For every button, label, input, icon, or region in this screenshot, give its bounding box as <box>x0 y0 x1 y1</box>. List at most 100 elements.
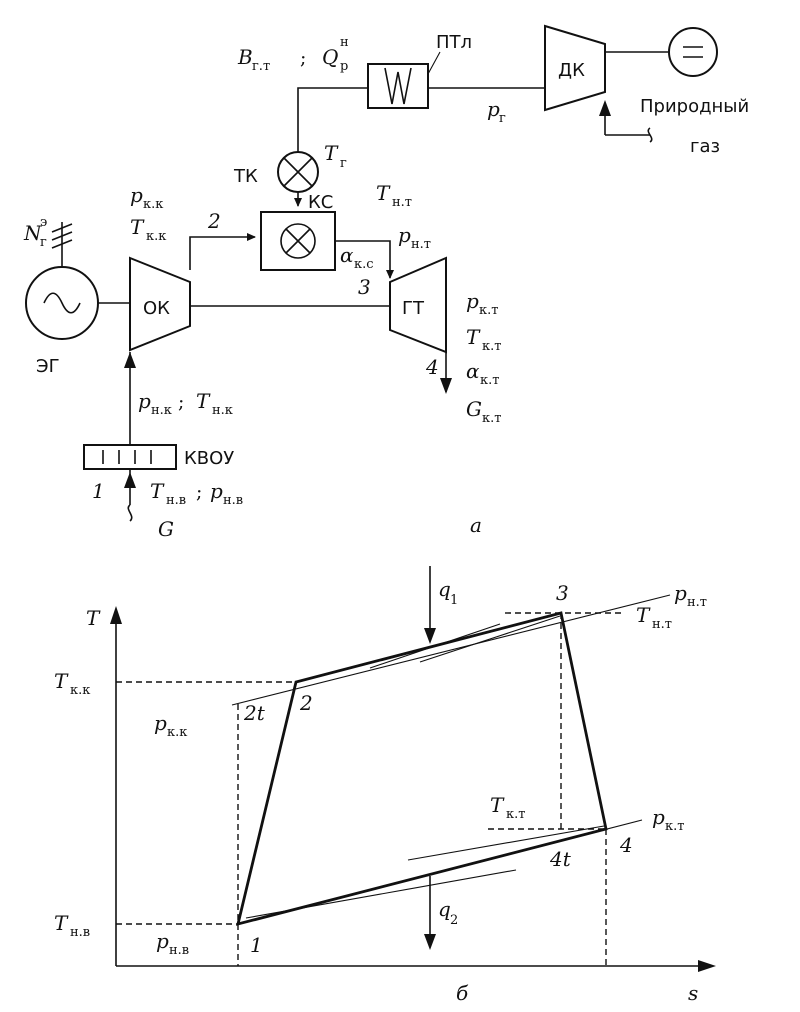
t-kt-sub: к.т <box>482 339 501 354</box>
ks-burner <box>280 223 316 259</box>
t-nk-label: T <box>196 389 211 413</box>
t-kt-axis-label: T <box>490 793 505 817</box>
ptl-heater-box <box>367 63 429 109</box>
g-kt-label: G <box>466 397 482 421</box>
alpha-ks-label: α <box>340 243 354 267</box>
dk-compressor <box>544 24 606 112</box>
t-nv-axis-sub: н.в <box>70 925 90 940</box>
p-g-sub: г <box>499 111 506 126</box>
t-axis-label: T <box>86 606 101 630</box>
alpha-kt-label: α <box>466 359 480 383</box>
isobar-p-nt-label: p <box>674 581 687 605</box>
t-nv-sub: н.в <box>166 493 186 508</box>
t-nk-sub: н.к <box>212 403 233 418</box>
q-p-label: Q <box>322 45 338 69</box>
p-nt-label: p <box>398 223 411 247</box>
alpha-kt-sub: к.т <box>480 373 499 388</box>
s-axis-label: s <box>688 981 698 1005</box>
tk-valve-cross <box>283 157 313 187</box>
q2-arrow-head <box>424 934 436 950</box>
isobar-p-kk-sub: к.к <box>167 725 187 740</box>
q1-label: q <box>438 577 451 601</box>
t-nv-label: T <box>150 479 165 503</box>
semicolon-2: ; <box>178 391 184 413</box>
gt-exhaust-arrow <box>440 378 452 394</box>
isobar-p-kt-sub: к.т <box>665 819 684 834</box>
semicolon-3: ; <box>196 481 202 503</box>
ts-point-4t: 4t <box>549 847 572 871</box>
ok-compressor <box>129 256 191 352</box>
alpha-ks-sub: к.с <box>354 257 374 272</box>
t-nt-label: T <box>376 181 391 205</box>
t-kk-sub: к.к <box>146 229 166 244</box>
air-in-break <box>127 504 133 522</box>
isobar-high-seg2 <box>419 615 561 663</box>
t-axis-arrow <box>110 606 122 624</box>
fuel-line-left <box>297 87 368 152</box>
eg-symbol <box>43 292 81 314</box>
t-kt-label: T <box>466 325 481 349</box>
kvou-filter-bars <box>102 450 152 464</box>
n-g-label: N <box>23 221 43 245</box>
natural-gas-label-1: Природный <box>640 96 749 117</box>
ts-point-1: 1 <box>250 933 263 957</box>
eg-power-ticks <box>51 223 73 249</box>
p-kk-label: p <box>130 183 143 207</box>
gt-label: ГТ <box>402 298 425 319</box>
g-label: G <box>158 517 174 541</box>
kvou-label: КВОУ <box>184 448 234 469</box>
p-g-label: p <box>487 97 500 121</box>
q2-label: q <box>438 897 451 921</box>
q1-sub: 1 <box>450 593 458 608</box>
b-gt-sub: г.т <box>252 59 270 74</box>
t-nv-axis-label: T <box>54 911 69 935</box>
isobar-high <box>231 594 671 706</box>
q-p-sub: р <box>340 59 348 74</box>
ts-point-2t: 2t <box>243 701 266 725</box>
t-nt-axis-label: T <box>636 603 651 627</box>
air-inlet-arrow <box>124 352 136 368</box>
t-nt-sub: н.т <box>392 195 412 210</box>
p-nk-label: p <box>138 389 151 413</box>
q1-arrow-head <box>424 628 436 644</box>
panel-a-label: а <box>470 513 482 537</box>
q2-sub: 2 <box>450 913 458 928</box>
s-axis-arrow <box>698 960 716 972</box>
t-kk-axis-label: T <box>54 669 69 693</box>
isobar-p-kt-label: p <box>652 805 665 829</box>
t-kt-axis-sub: к.т <box>506 807 525 822</box>
isobar-p-nt-sub: н.т <box>687 595 707 610</box>
p-nt-sub: н.т <box>411 237 431 252</box>
ks-burner-cross <box>285 228 311 254</box>
ts-point-4: 4 <box>619 833 633 857</box>
cycle-path <box>236 611 608 926</box>
p-nv-label: p <box>210 479 223 503</box>
p-nk-sub: н.к <box>151 403 172 418</box>
q-p-sup: н <box>340 35 349 50</box>
p-kt-sub: к.т <box>479 303 498 318</box>
line-ks-gt <box>335 240 394 279</box>
t-nt-axis-sub: н.т <box>652 617 672 632</box>
t-kk-label: T <box>130 215 145 239</box>
isobar-low-seg1 <box>407 825 605 861</box>
gas-inlet-break <box>647 127 653 143</box>
dk-motor <box>668 27 718 77</box>
tk-label: ТК <box>233 166 258 187</box>
t-g-label: T <box>324 141 339 165</box>
ptl-label: ПТл <box>436 32 472 53</box>
g-kt-sub: к.т <box>482 411 501 426</box>
isobar-p-nv-label: p <box>156 929 169 953</box>
scheme-panel: B г.т ; Q р н ПТл ДК Природный газ p г Т… <box>23 24 749 541</box>
eg-label: ЭГ <box>36 356 60 377</box>
n-g-sub: г <box>40 235 47 250</box>
ok-label: ОК <box>143 298 170 319</box>
p-kt-label: p <box>466 289 479 313</box>
p-kk-sub: к.к <box>143 197 163 212</box>
kvou-filter <box>83 444 177 470</box>
panel-b-label: б <box>456 981 469 1005</box>
ts-diagram-panel: T s q 1 q 2 p н.т p к.к p к.т <box>54 566 716 1005</box>
b-gt-label: B <box>237 45 253 69</box>
air-in-arrow <box>124 472 136 488</box>
